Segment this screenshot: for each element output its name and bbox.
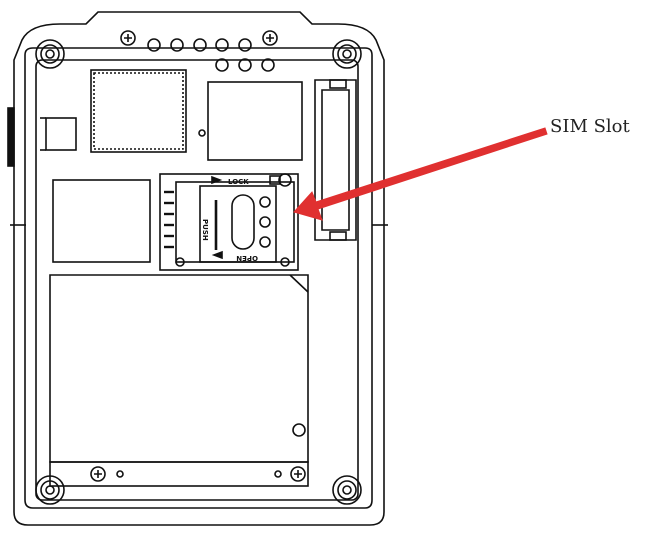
sim-slot [159, 173, 299, 271]
callout-arrow [293, 127, 548, 221]
corner-screw-top-right [332, 39, 362, 69]
top-screw-left [120, 30, 136, 46]
side-button [7, 107, 15, 167]
right-rail [314, 79, 357, 241]
small-connector [45, 117, 77, 151]
battery-panel [49, 274, 309, 463]
component-square [207, 81, 303, 161]
inner-housing [24, 47, 373, 509]
sim-open-label: OPEN [236, 254, 258, 262]
top-screw-right [262, 30, 278, 46]
corner-screw-top-left [35, 39, 65, 69]
bottom-screw-left [90, 466, 106, 482]
bottom-screw-right [290, 466, 306, 482]
sim-lock-label: LOCK [228, 178, 249, 186]
connector-pins [147, 38, 275, 72]
left-component [52, 179, 151, 263]
corner-screw-bottom-right [332, 475, 362, 505]
battery-bottom-strip [49, 461, 309, 487]
chip-module [90, 69, 187, 153]
outer-housing [13, 11, 385, 526]
sim-push-label: PUSH [201, 219, 209, 241]
sim-slot-callout-label: SIM Slot [550, 116, 630, 137]
inner-frame [35, 59, 359, 501]
